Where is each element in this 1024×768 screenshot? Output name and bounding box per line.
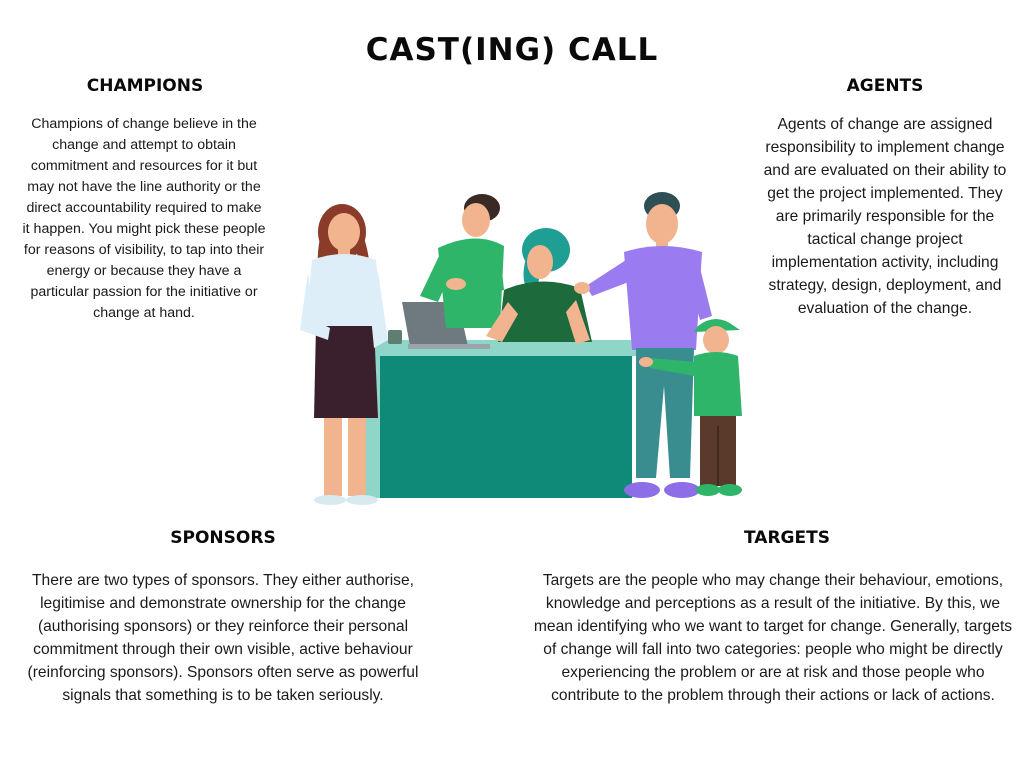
sponsors-heading: SPONSORS [170,528,276,548]
laptop-base [408,344,490,349]
page-title: CAST(ING) CALL [365,32,659,68]
woman-face [328,213,360,251]
man-purple-shirt [624,246,702,350]
mug [388,330,402,344]
seated-woman-face [527,245,553,279]
champions-heading: CHAMPIONS [86,76,204,96]
team-meeting-illustration [300,192,742,505]
desk-front [378,356,632,498]
woman-blouse [306,254,382,330]
man-green-shirt [438,238,504,328]
man-purple-pants [636,348,694,478]
agents-heading: AGENTS [846,76,924,96]
sponsors-text: There are two types of sponsors. They ei… [27,572,419,704]
man-green-face [462,203,490,237]
champions-text: Champions of change believe in the chang… [22,116,266,321]
man-purple-face [646,204,678,244]
boy-shirt [694,352,742,416]
targets-heading: TARGETS [744,528,830,548]
woman-skirt [314,326,378,418]
targets-text: Targets are the people who may change th… [533,572,1013,704]
boy-face [703,326,729,354]
agents-text: Agents of change are assigned responsibi… [763,116,1007,317]
boy-cap [694,319,740,332]
seated-woman-shirt [498,281,592,342]
